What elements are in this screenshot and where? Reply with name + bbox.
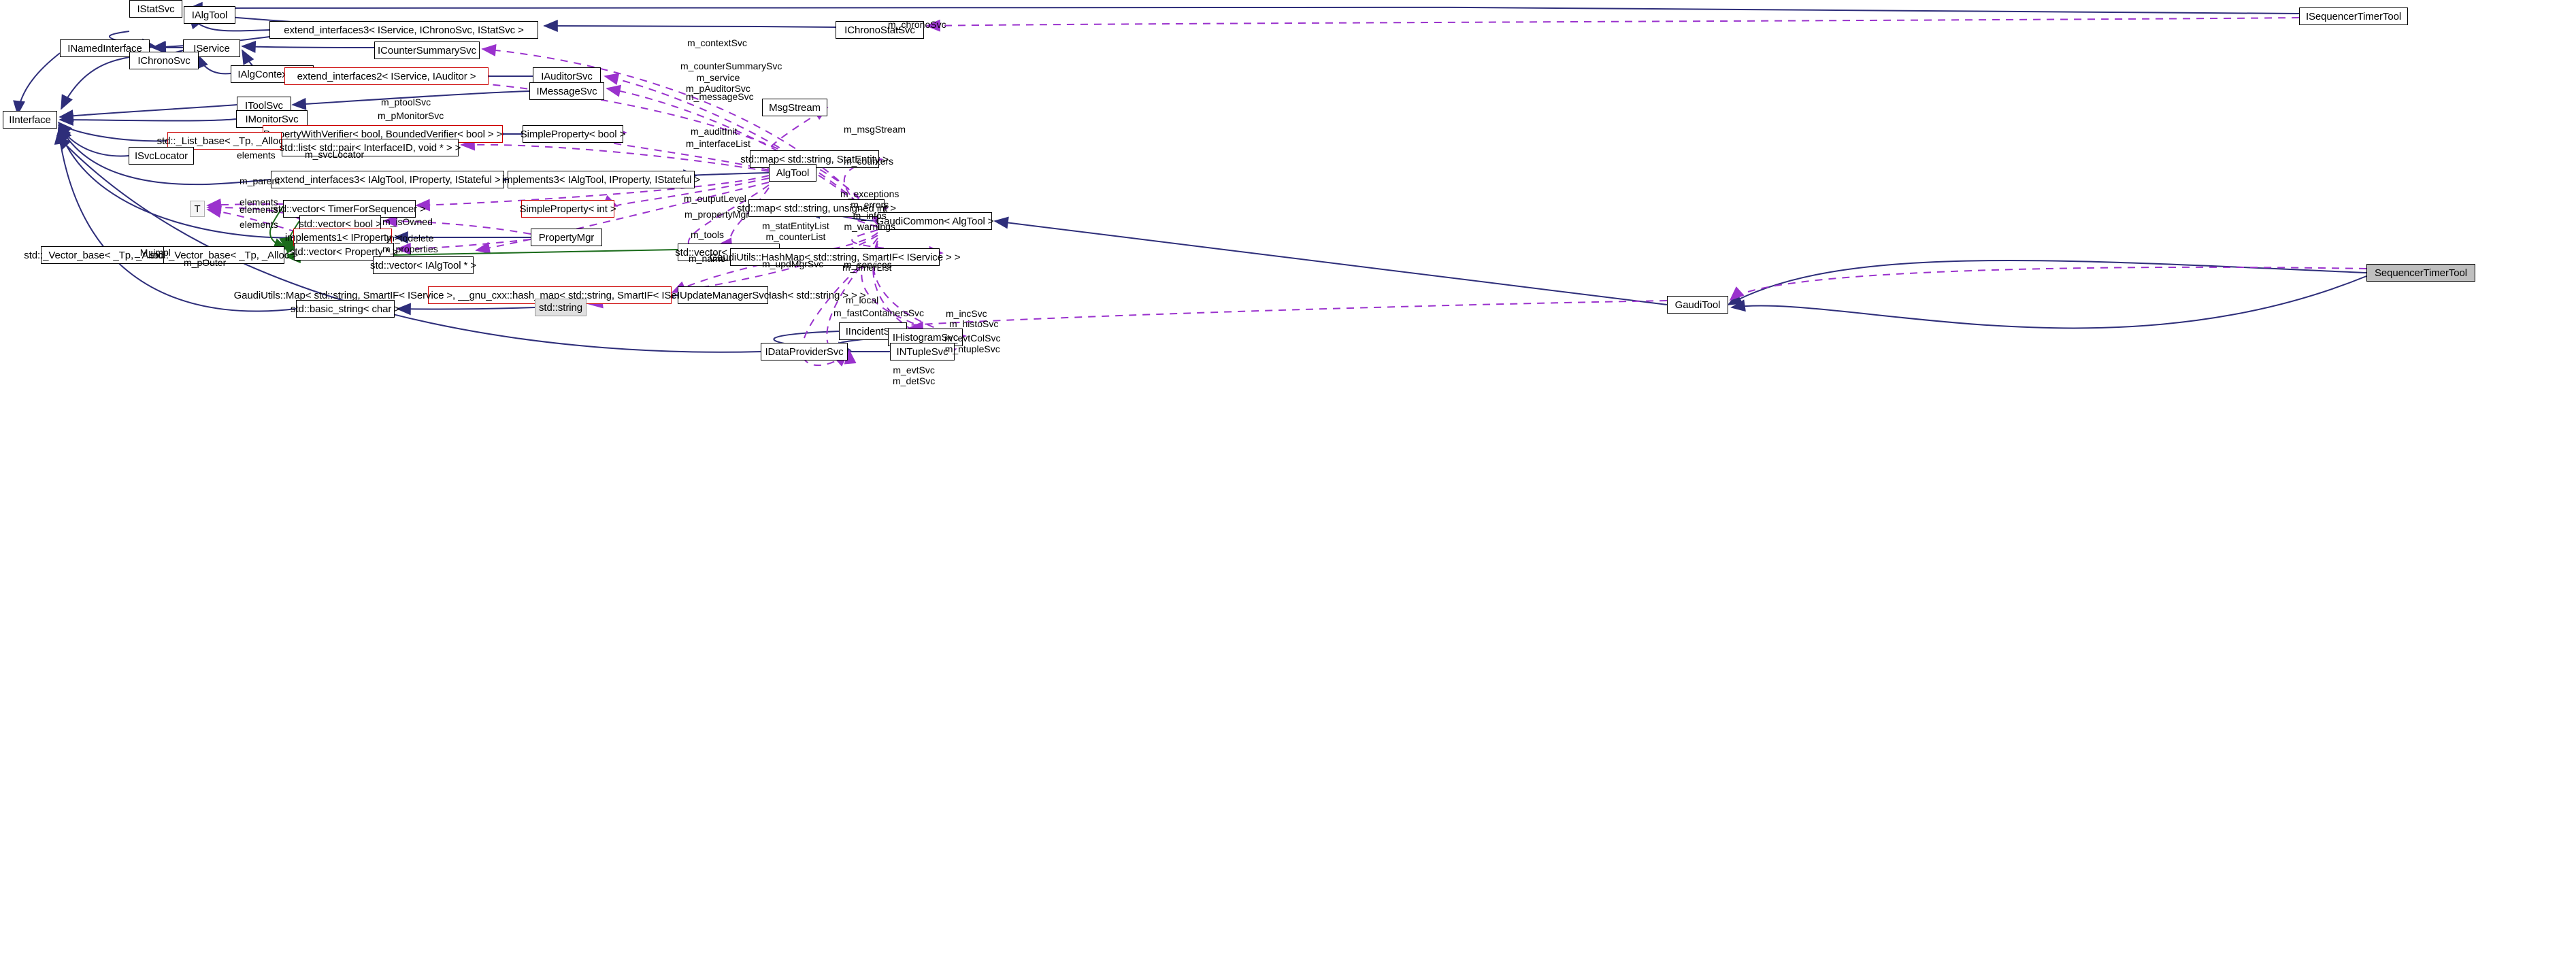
edge-label-m-chronosvc: m_chronoSvc xyxy=(888,19,946,30)
edge-label-m-msgstream: m_msgStream xyxy=(844,124,906,135)
edge-label-m-messagesvc: m_messageSvc xyxy=(686,91,754,102)
class-node-isequencertimertool[interactable]: ISequencerTimerTool xyxy=(2299,7,2408,25)
class-node-extend-ia[interactable]: extend_interfaces2< IService, IAuditor > xyxy=(284,67,489,85)
class-node-iauditorsvc[interactable]: IAuditorSvc xyxy=(533,67,601,85)
edge-label-m-fastcontainerssvc: m_fastContainersSvc xyxy=(833,307,925,318)
edge-label-m-local: m_local xyxy=(846,295,879,305)
edge-label-m-counters: m_counters xyxy=(844,156,894,167)
class-node-ichronostatsvc[interactable]: IChronoStatSvc xyxy=(836,21,924,39)
edge-label--m-impl: _M_impl xyxy=(135,247,171,258)
class-node-extend-ics[interactable]: extend_interfaces3< IService, IChronoSvc… xyxy=(269,21,538,39)
edge-label-m-interfacelist: m_interfaceList xyxy=(686,138,750,149)
edge-label-elements-3: elements xyxy=(240,219,278,230)
class-node-std-string[interactable]: std::string xyxy=(535,299,587,316)
edge-label-m-pouter: m_pOuter xyxy=(184,257,227,268)
edge-label-m-pmonitorsvc: m_pMonitorSvc xyxy=(378,110,444,121)
class-node-iinterface[interactable]: IInterface xyxy=(3,111,57,129)
edge-label-m-contextsvc: m_contextSvc xyxy=(687,37,747,48)
edge-label-elements-1: elements xyxy=(240,197,278,207)
class-node-propertymgr[interactable]: PropertyMgr xyxy=(531,229,602,246)
class-node-simplepropertyint[interactable]: SimpleProperty< int > xyxy=(519,200,616,218)
class-node-icountersummarysvc[interactable]: ICounterSummarySvc xyxy=(374,41,480,59)
class-node-imessagesvc[interactable]: IMessageSvc xyxy=(529,82,604,100)
class-node-isvclocator[interactable]: ISvcLocator xyxy=(129,147,194,165)
class-node-ialgtool[interactable]: IAlgTool xyxy=(184,6,235,24)
class-node-msgstream[interactable]: MsgStream xyxy=(762,99,827,116)
class-node-idataprovidersvc[interactable]: IDataProviderSvc xyxy=(761,343,848,360)
class-node-ichronosvc[interactable]: IChronoSvc xyxy=(129,52,199,69)
class-node-stdlist-pair[interactable]: std::list< std::pair< InterfaceID, void … xyxy=(280,139,461,156)
class-node-iupdatemanagersvc[interactable]: IUpdateManagerSvc xyxy=(677,286,769,304)
class-node-sequencertimertool[interactable]: SequencerTimerTool xyxy=(2366,264,2475,282)
class-node-vec-ialgtool[interactable]: std::vector< IAlgTool * > xyxy=(370,256,476,274)
edge-label-m-isowned: m_isOwned xyxy=(382,216,433,227)
class-node-gauditool[interactable]: GaudiTool xyxy=(1667,296,1728,314)
edge-label-m-parent: m_parent xyxy=(240,175,280,186)
class-node-map-unsigned[interactable]: std::map< std::string, unsigned int > xyxy=(737,199,896,217)
class-node-istatsvc[interactable]: IStatSvc xyxy=(129,0,182,18)
edge-label-m-services: m_services xyxy=(844,259,892,270)
class-node-implements3[interactable]: implements3< IAlgTool, IProperty, IState… xyxy=(502,171,700,188)
class-node-gaudicommonalgtool[interactable]: GaudiCommon< AlgTool > xyxy=(876,212,994,230)
class-node-algtool[interactable]: AlgTool xyxy=(769,164,816,182)
edge-label-m-histosvc: m_histoSvc xyxy=(949,318,999,329)
edge-label-m-countersummarysvc: m_counterSummarySvc xyxy=(680,61,782,71)
edge-label-m-name: m_name xyxy=(689,253,726,264)
edge-label-m-incsvc: m_incSvc xyxy=(946,308,987,319)
edge-label-elements-2: elements xyxy=(240,204,278,215)
class-node-vectorbase[interactable]: std::_Vector_base< _Tp, _Alloc > xyxy=(150,246,298,264)
edge-label-m-updmgrsvc: m_updMgrSvc xyxy=(762,258,824,269)
edge-label-m-timerlist: m_timerList xyxy=(842,262,892,273)
edge-label-m-tools: m_tools xyxy=(691,229,725,240)
class-node-extend-algtool[interactable]: extend_interfaces3< IAlgTool, IProperty,… xyxy=(271,171,504,188)
class-node-t[interactable]: T xyxy=(190,201,205,217)
class-node-vec-property[interactable]: std::vector< Property * > xyxy=(290,243,398,261)
class-node-intuplesvc[interactable]: INTupleSvc xyxy=(890,343,955,360)
edge-label-m-auditinit: m_auditInit xyxy=(691,126,738,137)
edge-label-m-svclocator: m_svcLocator xyxy=(305,149,365,160)
edge-label-m-propertymgr: m_propertyMgr xyxy=(684,209,749,220)
class-node-vec-timerseq[interactable]: std::vector< TimerForSequencer > xyxy=(273,200,426,218)
class-node-imonitorsvc[interactable]: IMonitorSvc xyxy=(236,110,308,128)
class-node-listbase[interactable]: std::_List_base< _Tp, _Alloc > xyxy=(157,132,293,150)
edge-label-m-ptoolsvc: m_ptoolSvc xyxy=(381,97,431,107)
class-node-simplepropertybool[interactable]: SimpleProperty< bool > xyxy=(521,125,625,143)
class-node-hashmap[interactable]: GaudiUtils::HashMap< std::string, SmartI… xyxy=(710,248,961,266)
class-node-basic-string[interactable]: std::basic_string< char > xyxy=(291,300,400,318)
edge-label-elements-svc: elements xyxy=(237,150,276,161)
edge-label-m-outputlevel: m_outputLevel xyxy=(684,193,746,204)
